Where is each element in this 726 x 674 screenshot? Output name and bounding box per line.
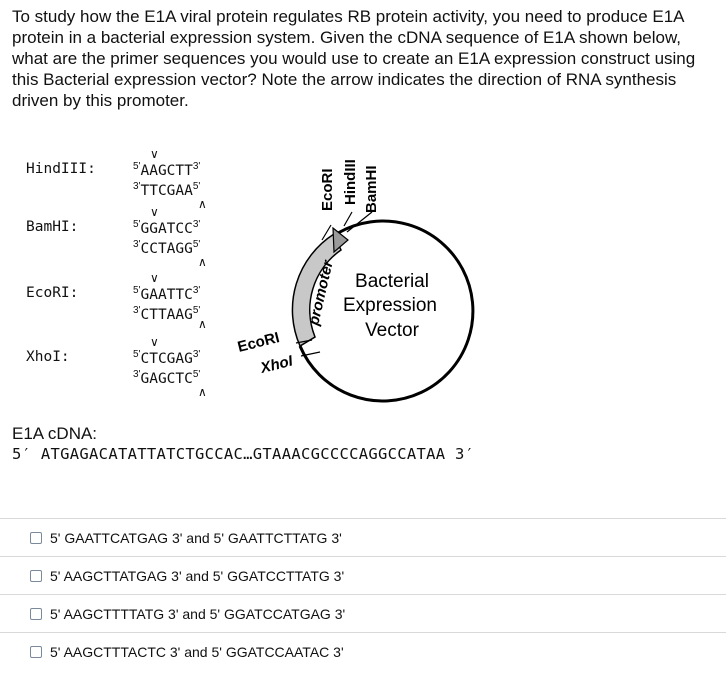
answer-option-4[interactable]: 5' AAGCTTTACTC 3' and 5' GGATCCAATAC 3': [0, 632, 726, 670]
cut-mark-bottom: ∧: [198, 317, 207, 331]
cut-mark-top: ∨: [150, 271, 159, 285]
vector-title-line1: Bacterial: [355, 271, 429, 292]
enzyme-top-strand: 5'GAATTC3': [133, 285, 201, 303]
answer-option-3[interactable]: 5' AAGCTTTTATG 3' and 5' GGATCCATGAG 3': [0, 594, 726, 632]
site-tick-bamhi: [346, 211, 373, 233]
enzyme-bottom-strand: 3'CCTAGG5': [133, 239, 201, 257]
answer-options: 5' GAATTCATGAG 3' and 5' GAATTCTTATG 3' …: [0, 518, 726, 670]
enzyme-top-strand: 5'GGATCC3': [133, 219, 201, 237]
cut-mark-bottom: ∧: [198, 255, 207, 269]
site-tick-hindiii: [343, 211, 353, 227]
cut-mark-top: ∨: [150, 335, 159, 349]
answer-option-label: 5' AAGCTTATGAG 3' and 5' GGATCCTTATG 3': [50, 567, 345, 584]
answer-option-label: 5' GAATTCATGAG 3' and 5' GAATTCTTATG 3': [50, 529, 342, 546]
cut-mark-bottom: ∧: [198, 385, 207, 399]
enzyme-label-hindiii: HindIII:: [26, 161, 96, 177]
cdna-title: E1A cDNA:: [12, 424, 98, 443]
cut-mark-top: ∨: [150, 205, 159, 219]
enzyme-bottom-strand: 3'GAGCTC5': [133, 369, 201, 387]
site-label-xhoi: XhoI: [258, 352, 295, 377]
site-tick-ecori-top: [321, 224, 332, 241]
enzyme-bottom-strand: 3'TTCGAA5': [133, 181, 201, 199]
site-label-ecori-left: EcoRI: [236, 329, 281, 356]
enzyme-top-strand: 5'AAGCTT3': [133, 161, 201, 179]
enzyme-label-xhoi: XhoI:: [26, 349, 70, 365]
promoter-arrow-icon: [332, 226, 349, 254]
plasmid-circle: [298, 219, 475, 403]
enzyme-label-ecori: EcoRI:: [26, 285, 79, 301]
answer-option-label: 5' AAGCTTTACTC 3' and 5' GGATCCAATAC 3': [50, 643, 344, 660]
enzyme-bottom-strand: 3'CTTAAG5': [133, 305, 201, 323]
enzyme-label-bamhi: BamHI:: [26, 219, 79, 235]
question-text: To study how the E1A viral protein regul…: [12, 7, 696, 110]
answer-option-2[interactable]: 5' AAGCTTATGAG 3' and 5' GGATCCTTATG 3': [0, 556, 726, 594]
checkbox[interactable]: [30, 645, 42, 658]
cut-mark-top: ∨: [150, 147, 159, 161]
vector-title-line3: Vector: [365, 320, 420, 341]
site-tick-ecori-left: [295, 339, 313, 344]
enzyme-top-strand: 5'CTCGAG3': [133, 349, 201, 367]
site-label-hindiii: HindIII: [342, 159, 359, 205]
cut-mark-bottom: ∧: [198, 197, 207, 211]
site-tick-xhoi: [300, 351, 321, 357]
site-label-ecori-top: EcoRI: [319, 168, 336, 211]
site-label-bamhi: BamHI: [363, 165, 380, 213]
checkbox[interactable]: [30, 569, 42, 582]
answer-option-label: 5' AAGCTTTTATG 3' and 5' GGATCCATGAG 3': [50, 605, 346, 622]
answer-option-1[interactable]: 5' GAATTCATGAG 3' and 5' GAATTCTTATG 3': [0, 518, 726, 556]
checkbox[interactable]: [30, 607, 42, 620]
checkbox[interactable]: [30, 531, 42, 544]
cdna-sequence: 5′ ATGAGACATATTATCTGCCAC…GTAAACGCCCCAGGC…: [12, 445, 475, 463]
vector-title-line2: Expression: [343, 295, 437, 316]
